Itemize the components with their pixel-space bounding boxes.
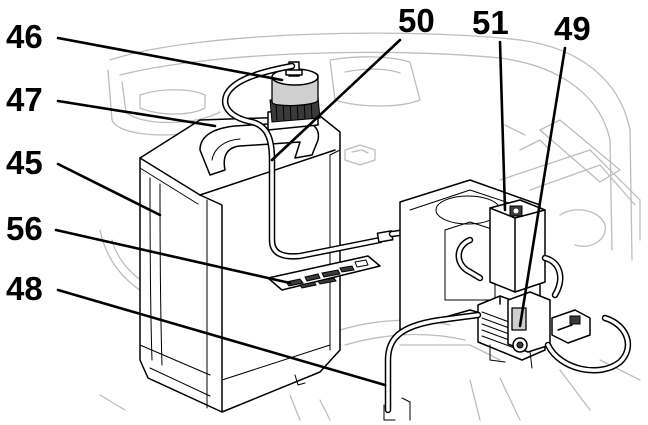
callout-46: 46	[6, 18, 43, 55]
callout-48: 48	[6, 270, 43, 307]
pump-assembly	[399, 179, 632, 374]
leader-47	[56, 99, 217, 128]
leader-48	[56, 288, 387, 387]
tank-cap	[269, 61, 321, 123]
water-tank	[139, 107, 341, 413]
callout-labels: 46 47 45 56 48 50 51 49	[6, 2, 591, 307]
leader-46	[56, 36, 284, 82]
leader-50	[270, 38, 402, 162]
drain-hose	[383, 311, 482, 421]
leader-45	[56, 162, 162, 217]
callout-50: 50	[398, 2, 435, 39]
callout-51: 51	[472, 4, 509, 41]
callout-49: 49	[554, 10, 591, 47]
callout-47: 47	[6, 81, 43, 118]
leader-lines	[54, 36, 567, 387]
leader-51	[498, 40, 507, 212]
leader-56	[54, 228, 292, 285]
callout-56: 56	[6, 210, 43, 247]
callout-45: 45	[6, 144, 43, 181]
leader-49	[518, 46, 567, 328]
